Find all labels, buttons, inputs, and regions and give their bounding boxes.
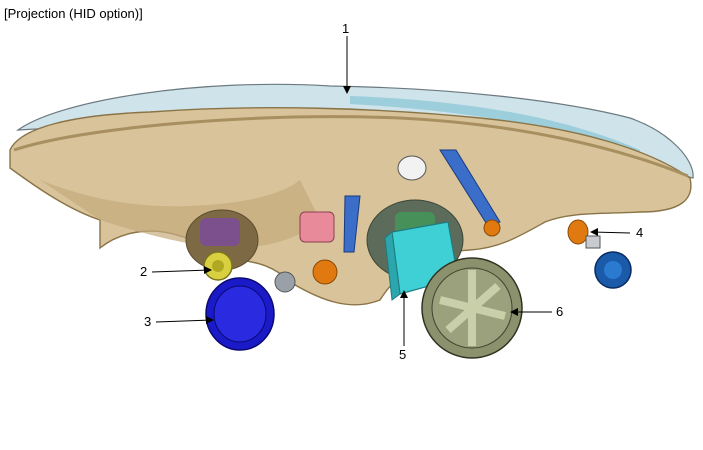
arrow-5 bbox=[400, 290, 408, 298]
wiring-inside bbox=[200, 218, 240, 246]
callout-2: 2 bbox=[140, 264, 148, 279]
orange-bulb-right bbox=[483, 219, 501, 237]
yellow-bulb-inner bbox=[212, 260, 224, 272]
figure-title: [Projection (HID option)] bbox=[4, 6, 143, 21]
arrow-3 bbox=[206, 316, 214, 324]
turn-bulb-socket-face bbox=[604, 261, 622, 279]
pink-connector bbox=[299, 211, 335, 243]
top-connector bbox=[397, 155, 427, 181]
lens-highlight bbox=[350, 96, 640, 158]
hid-ballast-side bbox=[384, 231, 401, 301]
callout-6: 6 bbox=[556, 304, 564, 319]
leader-4 bbox=[591, 231, 631, 234]
arrow-4 bbox=[590, 228, 598, 236]
turn-bulb-base bbox=[585, 235, 601, 249]
arrow-2 bbox=[204, 266, 212, 274]
orange-bulb-center bbox=[312, 259, 338, 285]
gray-socket bbox=[274, 271, 296, 293]
blue-dust-cap-rim bbox=[213, 285, 267, 343]
arrow-1 bbox=[343, 86, 351, 94]
aim-bracket-left bbox=[343, 195, 361, 253]
callout-5: 5 bbox=[399, 347, 407, 362]
callout-4: 4 bbox=[636, 225, 644, 240]
orange-turn-bulb bbox=[567, 219, 589, 245]
callout-1: 1 bbox=[342, 21, 350, 36]
callout-3: 3 bbox=[144, 314, 152, 329]
arrow-6 bbox=[510, 308, 518, 316]
green-cap-ribs bbox=[439, 270, 506, 346]
aim-bracket-right bbox=[439, 149, 501, 227]
leader-3 bbox=[155, 319, 213, 323]
housing-rim bbox=[13, 115, 689, 178]
leader-2 bbox=[151, 269, 211, 273]
